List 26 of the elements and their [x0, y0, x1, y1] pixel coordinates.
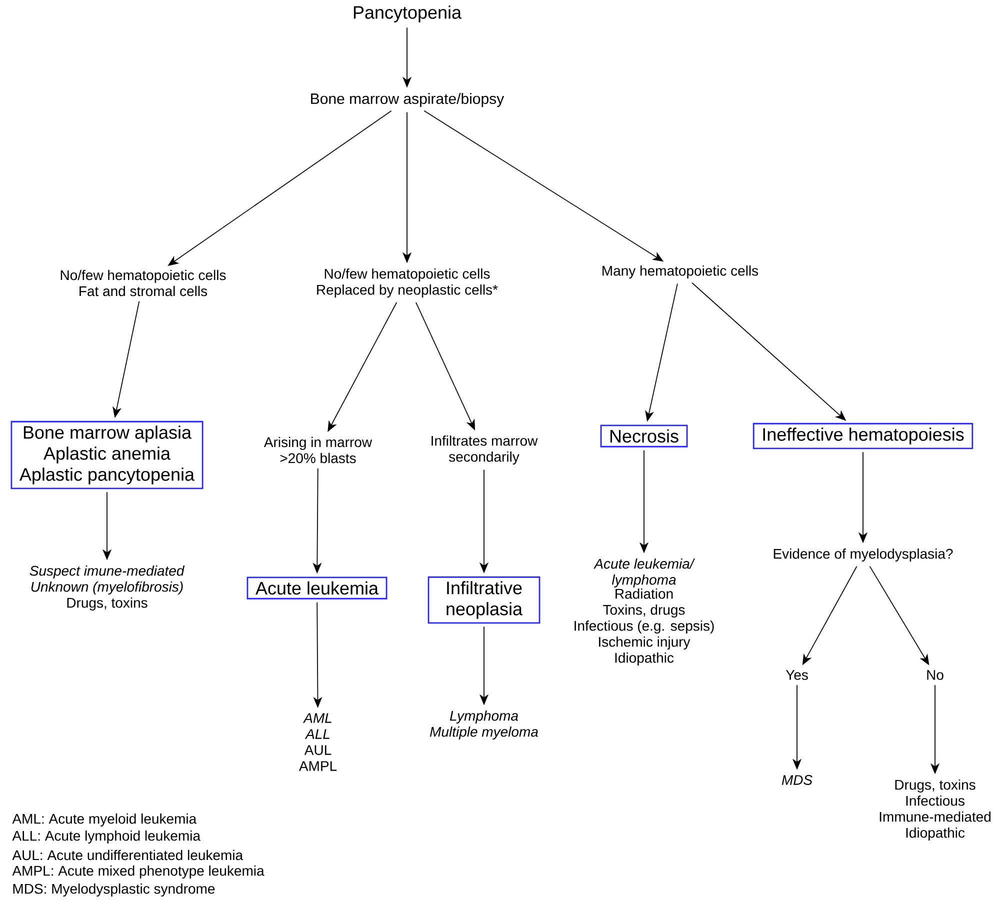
node-text: Yes: [786, 670, 808, 680]
node-text: No/few hematopoietic cells Replaced by neoplastic cells*: [317, 268, 498, 298]
abbreviation-note: AUL: Acute undifferentiated leukemia: [12, 850, 244, 860]
node-text: AML ALL AUL AMPL: [298, 713, 337, 771]
abbreviation-note: AMPL: Acute mixed phenotype leukemia: [12, 865, 264, 879]
node-text: Many hematopoietic cells: [602, 265, 758, 279]
diagnosis-box: Necrosis: [600, 424, 688, 448]
abbreviation-note: AML: Acute myeloid leukemia: [12, 813, 197, 827]
node-text: Drugs, toxins Infectious Immune-mediated Idiopathic: [880, 779, 990, 841]
node-text: MDS: [782, 775, 812, 785]
abbreviation-note: ALL: Acute lymphoid leukemia: [12, 830, 200, 844]
diagnosis-box: Infiltrative neoplasia: [428, 576, 540, 624]
node-text: Evidence of myelodysplasia?: [774, 548, 953, 562]
abbreviation-note: MDS: Myelodysplastic syndrome: [13, 883, 215, 897]
node-text: No: [927, 670, 944, 680]
node-text: Pancytopenia: [354, 6, 462, 22]
node-text: Bone marrow aspirate/biopsy: [311, 93, 504, 107]
node-text: Suspect imune-mediated Unknown (myelofibrosis) Drugs, toxins: [30, 565, 185, 611]
node-text: Acute leukemia/ lymphoma Radiation Toxins, drugs Infectious (e.g. sepsis) Ischemic injury Idiopathic: [574, 558, 714, 666]
diagnosis-box: Bone marrow aplasia Aplastic anemia Aplastic pancytopenia: [10, 420, 204, 490]
node-text: Arising in marrow >20% blasts: [264, 436, 372, 464]
diagnosis-box: Acute leukemia: [246, 576, 388, 600]
node-text: Lymphoma Multiple myeloma: [430, 710, 538, 740]
node-text: No/few hematopoietic cells Fat and stromal cells: [60, 270, 226, 296]
node-text: Infiltrates marrow secondarily: [432, 435, 538, 465]
diagnosis-box: Ineffective hematopoiesis: [752, 422, 974, 450]
